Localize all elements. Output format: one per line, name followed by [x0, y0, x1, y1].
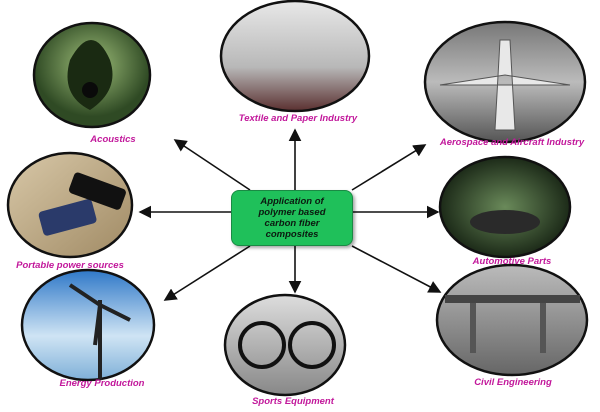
arrow-civil	[351, 245, 442, 293]
label-textile-paper: Textile and Paper Industry	[238, 113, 358, 124]
car-image	[438, 155, 572, 259]
label-acoustics: Acoustics	[90, 134, 136, 145]
wind-turbine-image	[20, 268, 156, 382]
arrow-acoustics	[173, 139, 251, 191]
label-civil: Civil Engineering	[474, 377, 552, 388]
arrow-energy	[163, 245, 251, 301]
label-automotive: Automotive Parts	[472, 256, 552, 267]
arrow-aerospace	[351, 144, 427, 191]
bridge-image	[435, 263, 589, 377]
airplane-image	[423, 20, 587, 144]
label-energy: Energy Production	[59, 378, 145, 389]
label-portable-power: Portable power sources	[16, 260, 124, 271]
image-details	[38, 39, 580, 380]
label-sports: Sports Equipment	[252, 396, 334, 407]
arrows	[138, 128, 442, 301]
center-box: Application of polymer based carbon fibe…	[231, 190, 353, 246]
paper-roll-machine-image	[219, 0, 371, 113]
label-aerospace: Aerospace and Aircraft Industry	[439, 137, 585, 148]
